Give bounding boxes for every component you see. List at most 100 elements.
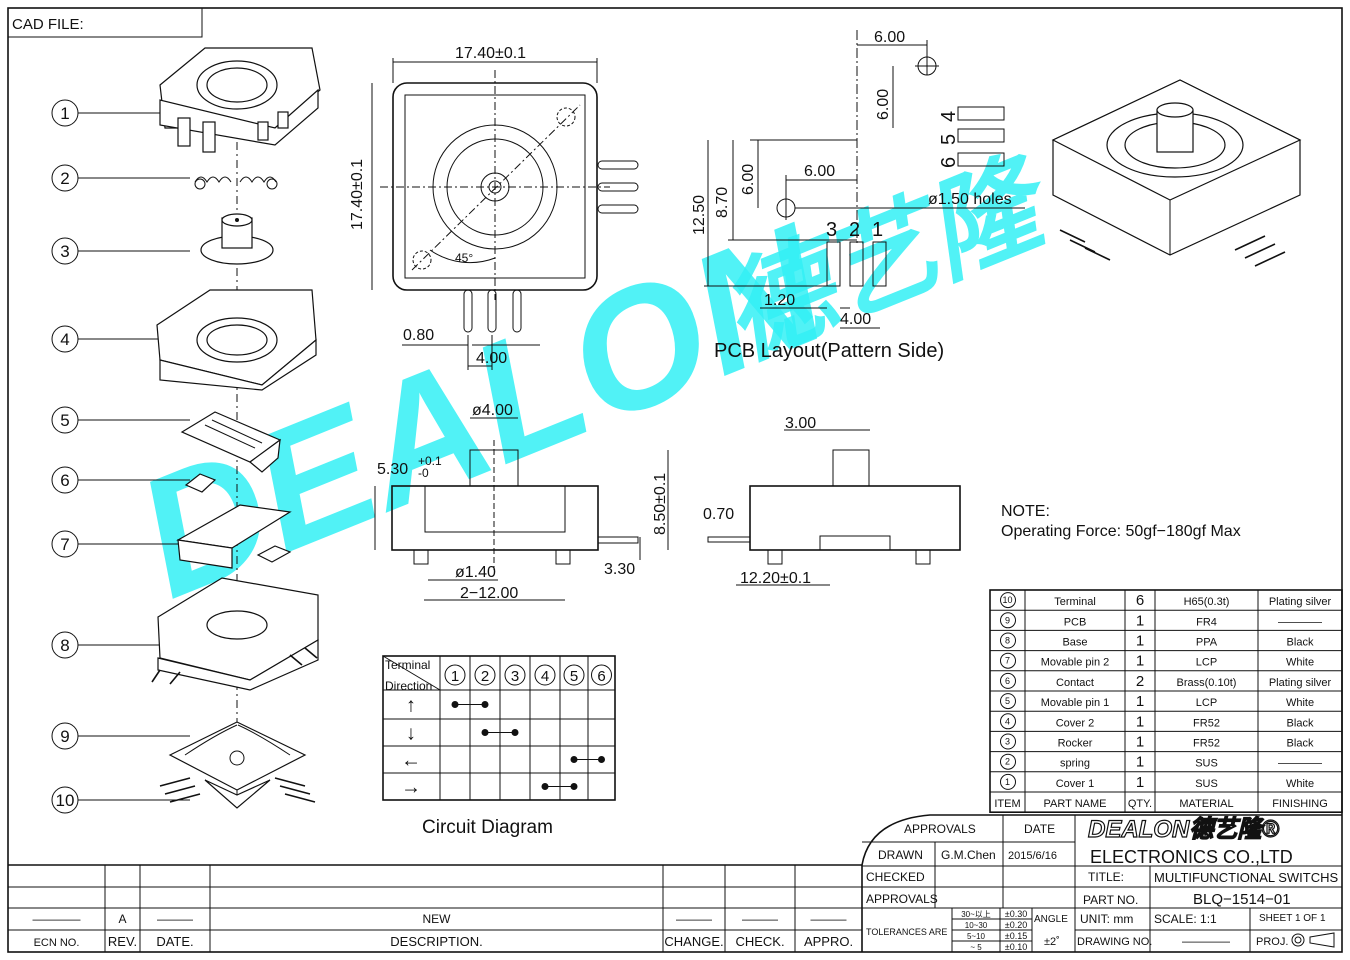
scale: SCALE: 1:1 — [1154, 912, 1217, 926]
bom-cell-name: Base — [1062, 637, 1087, 649]
bom-cell-material: FR4 — [1196, 616, 1217, 628]
side-view-side: 3.00 0.70 12.20±0.1 — [703, 415, 961, 587]
bom-cell-material: PPA — [1196, 637, 1218, 649]
drawing-title: MULTIFUNCTIONAL SWITCHS — [1154, 870, 1338, 885]
pad-label-1: 1 — [872, 219, 883, 241]
total-height-dim: 8.50±0.1 — [652, 473, 669, 535]
revision-change: ——— — [676, 912, 712, 926]
terminal-number: 4 — [541, 668, 549, 685]
drawn-by: G.M.Chen — [941, 848, 996, 862]
bom-cell-name: Contact — [1056, 677, 1094, 689]
terminal-number-circle — [444, 664, 466, 686]
bom-cell-material: H65(0.3t) — [1184, 596, 1230, 608]
bom-cell-qty: 1 — [1136, 734, 1144, 751]
bom-cell-material: SUS — [1195, 758, 1218, 770]
date-label: DATE — [1024, 822, 1055, 836]
side2-term-dim: 0.70 — [703, 506, 734, 523]
tolerances-label: TOLERANCES ARE — [866, 927, 947, 937]
bom-cell-finishing: Black — [1287, 717, 1314, 729]
bom-cell-name: Movable pin 2 — [1041, 657, 1110, 669]
connection-dot — [481, 701, 489, 708]
item-circle — [1000, 612, 1016, 629]
checked-label: CHECKED — [866, 870, 925, 884]
projection-symbol-icon — [1291, 932, 1335, 948]
tol-range: 30~以上 — [961, 910, 991, 919]
revision-header: APPRO. — [804, 934, 853, 949]
bom-cell-item: 9 — [1005, 615, 1010, 625]
part-base — [151, 577, 319, 691]
unit: UNIT: mm — [1080, 912, 1133, 926]
isometric-view — [1051, 79, 1302, 267]
terminal-number: 3 — [511, 668, 519, 685]
pcb-layout: 6.00 6.00 4 5 6 6.00 ø1.50 holes 6.00 8.… — [691, 29, 1025, 362]
terminal-number: 1 — [451, 668, 459, 685]
connection-dot — [598, 756, 605, 763]
terminal-number: 2 — [481, 668, 489, 685]
terminal-number: 5 — [570, 668, 578, 685]
angle-label: ANGLE — [1034, 914, 1068, 925]
part-terminal — [159, 777, 316, 809]
arrow-right-icon: → — [401, 777, 421, 799]
terminal-number-circle — [563, 664, 585, 686]
item-balloon-number: 7 — [60, 535, 69, 554]
revision-description: NEW — [423, 912, 452, 926]
part-movable-pin-2 — [176, 504, 292, 569]
projection-label: PROJ. — [1256, 936, 1288, 948]
title-block: APPROVALS DATE DRAWN G.M.Chen 2015/6/16 … — [861, 814, 1342, 952]
side2-shaft-dim: 3.00 — [785, 415, 816, 432]
part-contact — [184, 473, 217, 493]
pin-offset-dim: 0.80 — [403, 327, 434, 344]
pcb-dim-top: 6.00 — [874, 29, 905, 46]
circuit-header-direction: Direction — [385, 679, 432, 693]
cad-file-label: CAD FILE: — [12, 16, 84, 33]
pad-label-2: 2 — [849, 219, 860, 241]
circuit-title: Circuit Diagram — [422, 817, 553, 838]
revision-ecn: ———— — [33, 912, 81, 926]
bom-cell-finishing: Plating silver — [1269, 596, 1332, 608]
bom-cell-qty: 1 — [1136, 774, 1144, 791]
item-balloon-number: 3 — [60, 242, 69, 261]
bom-cell-material: LCP — [1196, 657, 1217, 669]
bom-cell-material: Brass(0.10t) — [1177, 677, 1237, 689]
approvals-label: APPROVALS — [904, 822, 976, 836]
peg-dia-dim: ø1.40 — [455, 564, 496, 581]
tol-value: ±0.10 — [1005, 942, 1027, 952]
bom-cell-finishing: ———— — [1278, 616, 1322, 628]
angle-dim: 45° — [455, 251, 473, 265]
bom-cell-name: PCB — [1064, 616, 1087, 628]
bom-cell-finishing: Plating silver — [1269, 677, 1332, 689]
revision-check: ——— — [742, 912, 778, 926]
item-circle — [1000, 632, 1016, 649]
revision-block: ————ECN NO.AREV.———DATE.NEWDESCRIPTION.—… — [8, 864, 862, 952]
bom-cell-item: 5 — [1005, 696, 1010, 706]
arrow-up-icon: ↑ — [406, 695, 416, 717]
bom-cell-finishing: Black — [1287, 738, 1314, 750]
revision-date: ——— — [157, 912, 193, 926]
revision-header: DESCRIPTION. — [390, 934, 482, 949]
item-balloon-number: 10 — [56, 791, 75, 810]
bom-cell-name: spring — [1060, 758, 1090, 770]
connection-dot — [541, 783, 549, 790]
bom-cell-name: Cover 2 — [1056, 717, 1095, 729]
part-cover-2 — [156, 289, 317, 391]
tol-value: ±0.20 — [1005, 920, 1027, 930]
item-balloon-number: 2 — [60, 169, 69, 188]
pcb-dim-mid-v: 6.00 — [740, 164, 757, 195]
company-name: ELECTRONICS CO.,LTD — [1090, 847, 1293, 867]
item-balloon-number: 8 — [60, 636, 69, 655]
height-a-dim: 5.30 — [377, 461, 408, 478]
item-circle — [1000, 693, 1016, 710]
pcb-dim-pitch: 4.00 — [840, 311, 871, 328]
top-view: 17.40±0.1 17.40±0.1 45° 0.80 4.00 — [349, 45, 639, 370]
top-width-dim: 17.40±0.1 — [455, 45, 526, 62]
part-no: BLQ−1514−01 — [1193, 891, 1291, 908]
bom-frame — [989, 589, 1343, 813]
item-balloon-number: 9 — [60, 727, 69, 746]
pcb-dim-1250: 12.50 — [691, 195, 708, 235]
drawing-no: ———— — [1182, 934, 1230, 948]
tol-value: ±0.30 — [1005, 909, 1027, 919]
bom-header: MATERIAL — [1179, 798, 1233, 810]
connection-dot — [570, 783, 578, 790]
